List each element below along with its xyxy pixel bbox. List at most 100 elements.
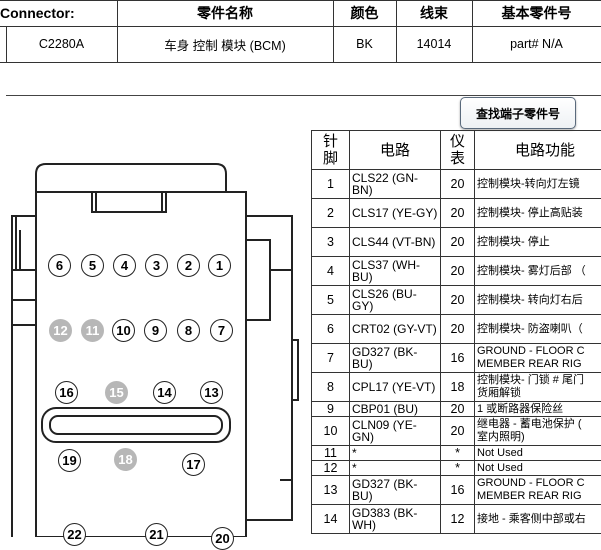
function-cell: Not Used	[475, 446, 601, 461]
connector-pin-6: 6	[48, 254, 71, 277]
circuit-cell: *	[350, 446, 441, 461]
function-cell: 接地 - 乘客侧中部或右	[475, 505, 601, 534]
connector-pin-10: 10	[112, 319, 135, 342]
gauge-cell: 18	[441, 373, 475, 402]
function-cell: 继电器 - 蓄电池保护 ( 室内照明)	[475, 417, 601, 446]
connector-pin-11-empty: 11	[81, 319, 104, 342]
function-cell: 控制模块-转向灯左镜	[475, 170, 601, 199]
circuit-cell: CLS26 (BU-GY)	[350, 286, 441, 315]
connector-pin-3: 3	[145, 254, 168, 277]
circuit-cell: CLS37 (WH-BU)	[350, 257, 441, 286]
pin-cell: 8	[312, 373, 350, 402]
circuit-cell: *	[350, 461, 441, 476]
function-cell: GROUND - FLOOR C MEMBER REAR RIG	[475, 476, 601, 505]
header-circuit: 电路	[350, 131, 441, 170]
pin-cell: 13	[312, 476, 350, 505]
gauge-cell: 20	[441, 286, 475, 315]
pin-cell: 5	[312, 286, 350, 315]
header-circuit-function: 电路功能	[475, 131, 601, 170]
function-cell: GROUND - FLOOR C MEMBER REAR RIG	[475, 344, 601, 373]
gauge-cell: 12	[441, 505, 475, 534]
table-row: 12**Not Used	[312, 461, 601, 476]
circuit-cell: CRT02 (GY-VT)	[350, 315, 441, 344]
function-cell: 控制模块- 门锁 # 尾门 货厢解锁	[475, 373, 601, 402]
connector-pin-20: 20	[211, 527, 234, 550]
connector-pin-17: 17	[182, 453, 205, 476]
pin-cell: 7	[312, 344, 350, 373]
gauge-cell: 20	[441, 170, 475, 199]
gauge-cell: 16	[441, 476, 475, 505]
circuit-cell: CLN09 (YE-GN)	[350, 417, 441, 446]
connector-pin-7: 7	[210, 319, 233, 342]
circuit-cell: CLS44 (VT-BN)	[350, 228, 441, 257]
connector-face-diagram: 6 5 4 3 2 1 12 11 10 9 8 7 16 15 14 13 1…	[0, 140, 306, 537]
connector-pin-9: 9	[144, 319, 167, 342]
circuit-cell: GD327 (BK-BU)	[350, 476, 441, 505]
gauge-cell: *	[441, 461, 475, 476]
circuit-cell: CLS17 (YE-GY)	[350, 199, 441, 228]
pin-cell: 14	[312, 505, 350, 534]
pin-cell: 10	[312, 417, 350, 446]
function-cell: 控制模块- 停止高贴装	[475, 199, 601, 228]
header-gauge: 仪 表	[441, 131, 475, 170]
gauge-cell: *	[441, 446, 475, 461]
connector-pin-15-empty: 15	[105, 381, 128, 404]
circuit-cell: CBP01 (BU)	[350, 402, 441, 417]
connector-pin-12-empty: 12	[49, 319, 72, 342]
function-cell: 控制模块- 雾灯后部 （	[475, 257, 601, 286]
section-divider	[6, 95, 601, 96]
connector-info-table: Connector: 零件名称 颜色 线束 基本零件号 C2280A 车身 控制…	[0, 0, 601, 62]
connector-pin-2: 2	[177, 254, 200, 277]
pin-cell: 12	[312, 461, 350, 476]
function-cell: 控制模块- 转向灯右后	[475, 286, 601, 315]
circuit-cell: CLS22 (GN-BN)	[350, 170, 441, 199]
gauge-cell: 16	[441, 344, 475, 373]
connector-pin-14: 14	[153, 381, 176, 404]
header-base-part-number: 基本零件号	[472, 0, 601, 26]
circuit-cell: GD383 (BK-WH)	[350, 505, 441, 534]
table-row: 11**Not Used	[312, 446, 601, 461]
circuit-cell: CPL17 (YE-VT)	[350, 373, 441, 402]
function-cell: 1 或断路器保险丝	[475, 402, 601, 417]
connector-pin-13: 13	[200, 381, 223, 404]
table-border	[0, 62, 601, 63]
gauge-cell: 20	[441, 402, 475, 417]
connector-pin-8: 8	[177, 319, 200, 342]
gauge-cell: 20	[441, 257, 475, 286]
pin-cell: 2	[312, 199, 350, 228]
header-pin: 针 脚	[312, 131, 350, 170]
part-name-value: 车身 控制 模块 (BCM)	[117, 26, 333, 62]
circuit-cell: GD327 (BK-BU)	[350, 344, 441, 373]
lookup-terminal-part-number-button[interactable]: 查找端子零件号	[460, 97, 576, 129]
connector-pin-22: 22	[63, 523, 86, 546]
function-cell: 控制模块- 防盗喇叭（	[475, 315, 601, 344]
base-part-number-value: part# N/A	[472, 26, 601, 62]
gauge-cell: 20	[441, 228, 475, 257]
pin-cell: 3	[312, 228, 350, 257]
connector-pin-19: 19	[58, 449, 81, 472]
connector-pin-4: 4	[113, 254, 136, 277]
gauge-cell: 20	[441, 417, 475, 446]
connector-pin-16: 16	[55, 381, 78, 404]
connector-pin-1: 1	[208, 254, 231, 277]
gauge-cell: 20	[441, 199, 475, 228]
pin-cell: 11	[312, 446, 350, 461]
connector-pin-5: 5	[81, 254, 104, 277]
header-harness: 线束	[396, 0, 472, 26]
pin-cell: 6	[312, 315, 350, 344]
pin-cell: 9	[312, 402, 350, 417]
harness-value: 14014	[396, 26, 472, 62]
connector-id: C2280A	[6, 26, 117, 62]
